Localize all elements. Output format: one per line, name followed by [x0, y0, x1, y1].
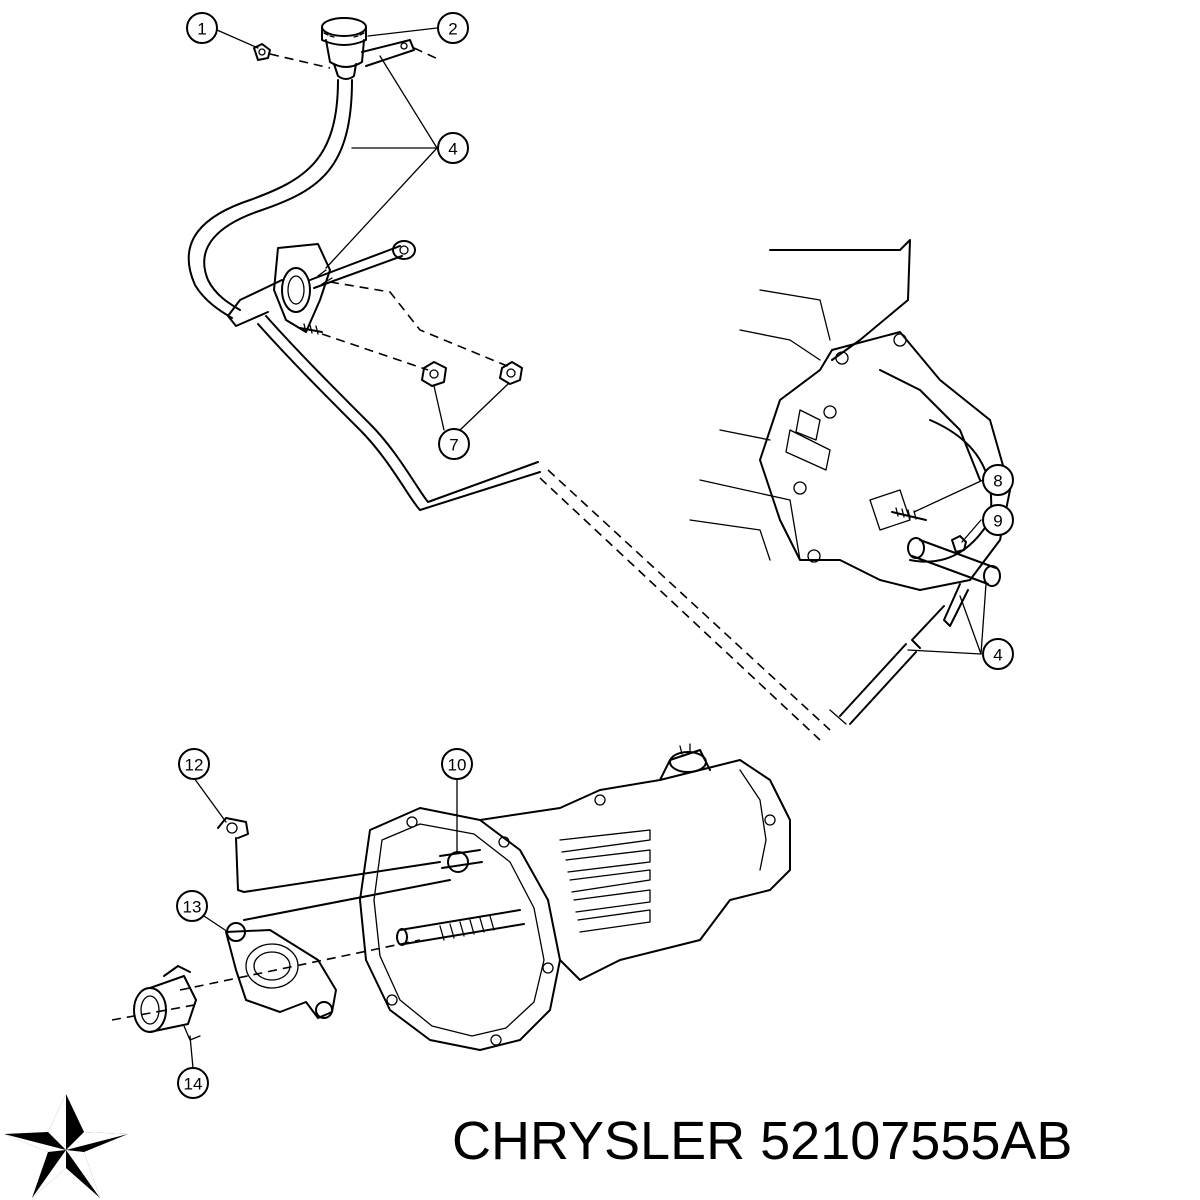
- slave-cylinder-bolt: [891, 507, 927, 521]
- engine-block-right: [689, 239, 911, 561]
- callout-4-right: 4: [982, 638, 1014, 670]
- slave-cylinder-nut: [951, 535, 967, 553]
- brand-name: CHRYSLER: [452, 1111, 746, 1171]
- brand-part-number-label: CHRYSLER 52107555AB: [452, 1106, 1192, 1176]
- transmission-housing-right: [759, 331, 1011, 591]
- fork-retainer-clip: [217, 817, 249, 893]
- callout-14: 14: [177, 1067, 209, 1099]
- callout-1: 1: [186, 12, 218, 44]
- callout-9: 9: [982, 504, 1014, 536]
- svg-text:10: 10: [448, 756, 467, 775]
- callout-2: 2: [437, 12, 469, 44]
- svg-text:4: 4: [993, 646, 1002, 665]
- transmission-case: [479, 743, 791, 981]
- callout-12: 12: [178, 748, 210, 780]
- callout-13: 13: [176, 890, 208, 922]
- clutch-master-cylinder: [227, 240, 416, 333]
- svg-text:2: 2: [448, 20, 457, 39]
- part-number: 52107555AB: [760, 1111, 1073, 1171]
- svg-text:1: 1: [197, 20, 206, 39]
- svg-text:12: 12: [185, 756, 204, 775]
- svg-text:13: 13: [183, 898, 202, 917]
- reservoir-hose: [187, 79, 353, 319]
- callout-4-top: 4: [437, 132, 469, 164]
- pivot-ball-stud: [439, 849, 483, 873]
- master-cylinder-studs: [299, 323, 323, 335]
- callout-7: 7: [438, 428, 470, 460]
- transmission-bell-housing: [359, 807, 561, 1051]
- mounting-nut-left: [421, 361, 447, 387]
- svg-text:9: 9: [993, 512, 1002, 531]
- slave-cylinder-right: [829, 537, 1001, 725]
- svg-text:4: 4: [448, 140, 457, 159]
- leader-lines: [189, 27, 987, 1069]
- callout-10: 10: [441, 748, 473, 780]
- svg-text:14: 14: [184, 1075, 203, 1094]
- clutch-fluid-reservoir: [321, 17, 415, 80]
- release-bearing: [133, 965, 201, 1041]
- pentastar-logo-icon: [4, 1094, 128, 1198]
- mounting-nut-right: [499, 361, 523, 385]
- hose-clamp-nut: [253, 43, 271, 61]
- pentastar-light-facet-3: [66, 1150, 100, 1198]
- hydraulic-line: [257, 315, 541, 511]
- pentastar-light-facet-5: [4, 1134, 66, 1152]
- pentastar-light-facet-2: [66, 1132, 128, 1150]
- svg-text:8: 8: [993, 472, 1002, 491]
- pentastar-light-facet-4: [32, 1150, 66, 1198]
- pentastar-light-facet: [48, 1094, 66, 1150]
- callout-8: 8: [982, 464, 1014, 496]
- release-fork: [225, 922, 337, 1019]
- input-shaft: [396, 909, 525, 946]
- svg-text:7: 7: [449, 436, 458, 455]
